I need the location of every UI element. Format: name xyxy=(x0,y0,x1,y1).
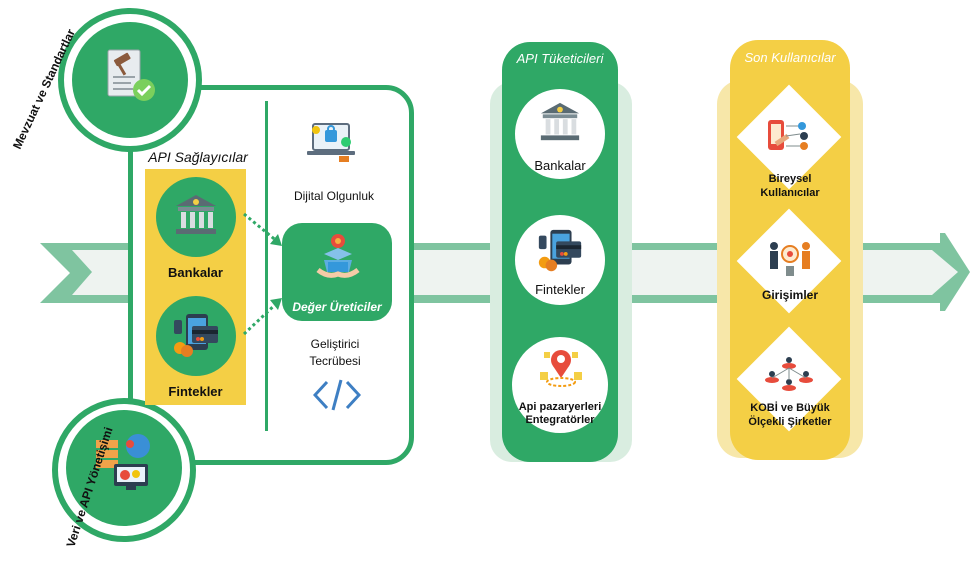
consumer-bank-label: Bankalar xyxy=(534,158,586,173)
consumer-fintech-label: Fintekler xyxy=(535,282,585,297)
network-people-icon xyxy=(765,357,813,391)
regulation-text: Mevzuat ve Standartlar xyxy=(10,27,78,152)
wallet-card-icon xyxy=(538,229,582,272)
dotted-arrows xyxy=(242,212,282,336)
team-icon xyxy=(770,242,810,276)
provider-fintech-label: Fintekler xyxy=(168,384,223,399)
value-creators-label: Değer Üreticiler xyxy=(292,300,382,314)
enduser-company-line2: Ölçekli Şirketler xyxy=(748,416,832,428)
marketplace-pin-icon xyxy=(540,350,582,387)
providers-title: API Sağlayıcılar xyxy=(148,149,248,165)
enduser-startup-label: Girişimler xyxy=(761,288,819,302)
governance-text: Veri ve API Yönetişimi xyxy=(64,425,116,549)
dev-experience-line1: Geliştirici xyxy=(310,337,360,351)
gift-box-icon xyxy=(316,234,360,278)
mobile-user-icon xyxy=(768,120,808,150)
code-icon xyxy=(313,379,361,411)
provider-bank-circle xyxy=(156,177,236,257)
consumer-marketplace-line1: Api pazaryerleri xyxy=(518,401,602,413)
laptop-security-icon xyxy=(307,123,355,162)
regulation-label: Mevzuat ve Standartlar xyxy=(10,27,78,152)
consumers-title: API Tüketicileri xyxy=(516,51,604,66)
wallet-card-icon xyxy=(174,314,218,357)
bank-icon xyxy=(176,195,216,234)
enduser-company-line1: KOBİ ve Büyük xyxy=(750,402,830,414)
endusers-title: Son Kullanıcılar xyxy=(744,50,836,65)
dev-experience-line2: Tecrübesi xyxy=(309,354,361,368)
digital-maturity-label: Dijital Olgunluk xyxy=(293,189,375,203)
provider-bank-label: Bankalar xyxy=(168,265,223,280)
panel-divider xyxy=(265,101,268,431)
enduser-individual-line2: Kullanıcılar xyxy=(760,187,820,199)
server-network-icon xyxy=(96,434,150,490)
governance-label: Veri ve API Yönetişimi xyxy=(64,425,116,549)
consumer-marketplace-line2: Entegratörler xyxy=(525,414,595,426)
gavel-document-icon xyxy=(107,49,155,101)
enduser-individual-line1: Bireysel xyxy=(768,173,812,185)
bank-icon xyxy=(540,102,580,141)
